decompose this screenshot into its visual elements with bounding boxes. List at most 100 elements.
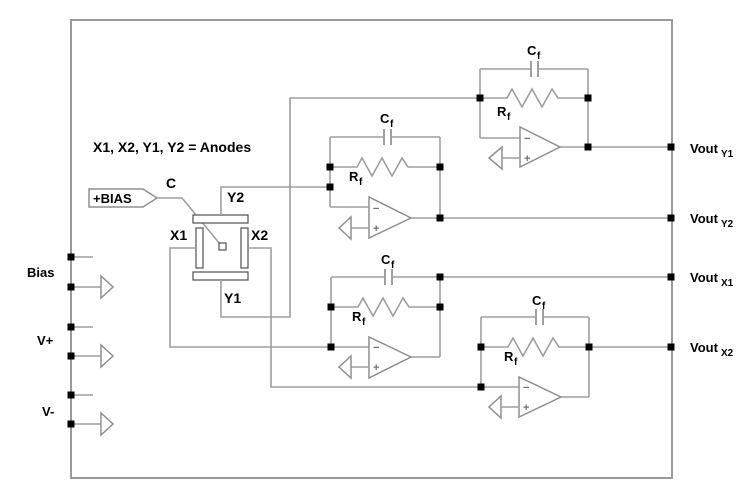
cf-label-sub: f	[542, 301, 546, 312]
op-amp-triangle	[368, 335, 413, 380]
anodes-note: X1, X2, Y1, Y2 = Anodes	[93, 139, 251, 155]
wire-x1-to-amp	[169, 247, 331, 348]
left-pins: Bias V+ V-	[27, 256, 115, 437]
junction-dot	[584, 143, 592, 151]
junction-dot	[67, 352, 75, 360]
noninverting-input-sign: +	[373, 362, 379, 374]
junction-dot	[436, 303, 444, 311]
pin-label-bias: Bias	[27, 265, 54, 280]
pin-label-vminus: V-	[42, 404, 54, 419]
junction-dot	[477, 383, 485, 391]
cf-label-sub: f	[390, 119, 394, 130]
vout-x2-label: Vout	[690, 340, 719, 355]
ground-arrow-icon	[487, 394, 502, 420]
vout-y1-label: Vout	[690, 141, 719, 156]
output-labels: Vout Y1 Vout Y2 Vout X1 Vout X2	[690, 141, 734, 359]
rf-resistor	[481, 336, 589, 358]
cf-label-sub: f	[391, 260, 395, 271]
junction-dot	[326, 183, 334, 191]
junction-dot	[67, 253, 75, 261]
rf-label-sub: f	[514, 357, 518, 368]
ground-arrow-icon	[337, 215, 352, 241]
rf-label-sub: f	[362, 317, 366, 328]
rf-label: R	[497, 104, 507, 119]
rf-resistor	[330, 156, 440, 178]
junction-dot	[67, 391, 75, 399]
transimpedance-amp-y2: − + C f R f	[329, 111, 672, 241]
junction-dot	[326, 163, 334, 171]
bias-buffer-triangle	[100, 274, 115, 300]
rf-label: R	[349, 169, 359, 184]
wire-y1-to-amp	[220, 97, 480, 318]
rf-label: R	[504, 349, 514, 364]
anode-bar-x2	[240, 227, 249, 269]
anode-label-x1: X1	[170, 227, 187, 243]
op-amp-triangle	[519, 125, 562, 169]
transimpedance-amp-x1: − + C f R f	[330, 252, 672, 380]
rf-resistor	[480, 87, 588, 109]
transimpedance-amp-x2: − + C f R f	[480, 293, 672, 420]
junction-dot	[667, 343, 675, 351]
bias-flag-label: +BIAS	[93, 191, 132, 206]
anode-label-y2: Y2	[227, 189, 244, 205]
cf-label: C	[381, 252, 391, 267]
junction-dot	[327, 343, 335, 351]
junction-dot	[436, 273, 444, 281]
junction-dot	[67, 323, 75, 331]
noninverting-input-sign: +	[523, 402, 529, 414]
rf-resistor	[331, 296, 440, 318]
junction-dots	[67, 94, 675, 428]
junction-dot	[476, 94, 484, 102]
anode-bar-y1	[192, 271, 249, 281]
ground-arrow-icon	[487, 145, 503, 171]
junction-dot	[667, 214, 675, 222]
cf-label: C	[527, 43, 537, 58]
anode-bar-x1	[195, 227, 204, 269]
wire-x2-to-amp	[248, 247, 481, 388]
junction-dot	[67, 283, 75, 291]
junction-dot	[585, 343, 593, 351]
junction-dot	[667, 273, 675, 281]
wire-y2-to-amp	[220, 186, 330, 215]
cathode-label: C	[166, 175, 176, 191]
rf-label: R	[352, 309, 362, 324]
inverting-input-sign: −	[523, 382, 529, 394]
op-amp-triangle	[368, 195, 413, 240]
inverting-input-sign: −	[524, 133, 530, 145]
chip-border	[70, 19, 673, 479]
anode-label-x2: X2	[251, 227, 268, 243]
cf-label: C	[380, 111, 390, 126]
ground-arrow-icon	[337, 354, 352, 380]
rf-label-sub: f	[507, 112, 511, 123]
bias-flag	[88, 188, 159, 208]
cf-label: C	[532, 293, 542, 308]
inverting-input-sign: −	[373, 203, 379, 215]
vout-y1-label-sub: Y1	[721, 149, 734, 160]
junction-dot	[436, 163, 444, 171]
anode-bar-y2	[192, 214, 249, 224]
vminus-buffer-triangle	[100, 411, 115, 437]
junction-dot	[67, 420, 75, 428]
anode-wires	[169, 97, 481, 388]
anode-label-y1: Y1	[224, 290, 241, 306]
vout-y2-label-sub: Y2	[721, 219, 734, 230]
rf-label-sub: f	[359, 177, 363, 188]
transimpedance-amp-y1: − + C f R f	[479, 43, 672, 171]
vout-x2-label-sub: X2	[721, 348, 734, 359]
inverting-input-sign: −	[373, 342, 379, 354]
pin-label-vplus: V+	[37, 333, 54, 348]
center-contact	[218, 242, 227, 251]
noninverting-input-sign: +	[524, 153, 530, 165]
cf-label-sub: f	[537, 51, 541, 62]
op-amp-triangle	[518, 375, 563, 419]
vout-x1-label-sub: X1	[721, 278, 734, 289]
vout-y2-label: Vout	[690, 211, 719, 226]
vout-x1-label: Vout	[690, 270, 719, 285]
junction-dot	[436, 214, 444, 222]
position-detector: Y2 Y1 X1 X2	[170, 189, 268, 306]
noninverting-input-sign: +	[373, 223, 379, 235]
junction-dot	[584, 94, 592, 102]
junction-dot	[477, 343, 485, 351]
